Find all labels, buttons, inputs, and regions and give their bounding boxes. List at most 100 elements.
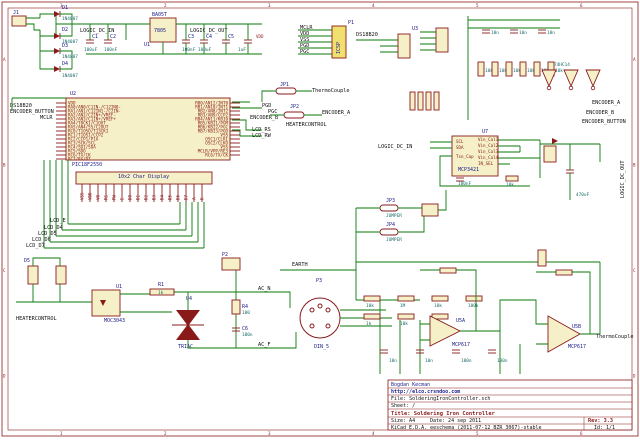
amp-resistor: [363, 295, 381, 302]
thermo-pin-r4: IN_SEL: [478, 161, 494, 166]
thermo-pin-sda: SDA: [456, 145, 464, 150]
diode-d2: [54, 33, 61, 39]
thermo-ic-body: [451, 135, 499, 177]
mcu-left-pin-label: RC3/SCK/SCL: [68, 140, 96, 145]
lcd-pin-label: D2: [144, 194, 149, 200]
thermo-pin-r3: Vin_Cal4: [478, 155, 499, 160]
mcu-net-encoder-b: ENCODER_B: [250, 115, 278, 121]
frame-inner: [7, 7, 633, 431]
enc-buffer: [541, 69, 557, 88]
frame-col-marker: 6: [580, 3, 583, 8]
mcu-left-pin-label: RC0/T1OSO/T13CKI: [68, 128, 109, 133]
tb-title-value: Soldering Iron Controller: [414, 411, 496, 417]
enc-buffer: [563, 69, 579, 88]
frame-col-marker: 4: [372, 3, 375, 8]
lcd-pin-label: RS: [104, 194, 109, 200]
lcd-pin-label: A: [192, 197, 197, 200]
mcu-net-mclr: MCLR: [40, 115, 53, 121]
op2-ref: U5B: [572, 324, 581, 330]
tb-file: File: SolderingIronController.sch: [391, 396, 490, 402]
ac-conn-ref: P2: [222, 252, 228, 258]
c5-ref: C5: [228, 34, 234, 40]
jumpers-jp3-jp4: JP3 JUMPER JP4 JUMPER: [355, 190, 447, 300]
mcu-right-pin-label: RC6/TX/CK: [205, 152, 228, 157]
ds18-connector: [420, 27, 449, 53]
mcu-right-pin-label: VSS: [220, 144, 228, 149]
enc-resistor: [477, 61, 485, 77]
lcd-body: [75, 171, 213, 185]
din-ref: P3: [316, 278, 322, 284]
d1-ref: D1: [62, 5, 68, 11]
enc-cap-value: 10n: [491, 30, 499, 36]
din-name: DIN_5: [314, 344, 329, 350]
amp-resistor-value: 10k: [400, 321, 408, 327]
thermo-pullup: [409, 91, 416, 111]
amp-resistor: [397, 313, 415, 320]
enc-cap-value: 10n: [547, 30, 555, 36]
thermo-res: 10k: [506, 182, 514, 188]
lcd-pin-label: D3: [152, 194, 157, 200]
heater-led-ref: D5: [24, 258, 30, 264]
jp2-ref: JP2: [290, 104, 299, 110]
r1-val: 1k: [158, 290, 164, 296]
mcu-net-encoder-button: ENCODER_BUTTON: [10, 109, 54, 115]
ds18-body: [397, 33, 411, 59]
icsp-pin-vss: VSS: [300, 37, 309, 43]
mcu-left-pin-label: RA5/AN4/SS/C2OUT: [68, 124, 109, 129]
amp-resistor: [431, 295, 449, 302]
amp-net-out: ThermoCouple: [596, 334, 633, 340]
heater-net-in: HEATERCONTROL: [16, 316, 57, 322]
thermo-pin-tsn: Tsn_Cap: [456, 154, 474, 159]
thermo-adc: LOGIC_DC_IN U7 MCP3421 SCL SDA Tsn_Cap V…: [378, 91, 626, 200]
c6-val: 100n: [242, 332, 253, 338]
enc-resistor: [505, 61, 513, 77]
c2-val: 100nF: [104, 47, 118, 53]
jumper-jp2: JP2 ENCODER_A HEATERCONTROL: [270, 104, 351, 128]
power-connector: [11, 15, 27, 27]
enc-resistor-value: 10k: [555, 68, 563, 74]
mcu-body: [65, 97, 231, 161]
d3-val: 1N4007: [62, 54, 78, 60]
diode-d4: [54, 66, 61, 72]
lcd-name: 10x2 Char Display: [118, 174, 169, 180]
jp2-net2: HEATERCONTROL: [286, 122, 327, 128]
r4-val: 100: [242, 310, 250, 316]
enc-buf-label: 74HC14: [554, 62, 570, 68]
enc-buffer-bubble: [546, 85, 552, 91]
ds18b20-sensor: DS18B20 U3: [356, 26, 418, 59]
frame-col-marker: 5: [476, 431, 479, 436]
frame-col-marker: 3: [268, 431, 271, 436]
opto-ref: U1: [116, 284, 122, 290]
icsp-pin-vdd: VDD: [300, 31, 309, 37]
lcd-net-d6: LCD_D6: [32, 237, 51, 243]
mcu-block: U2 PIC18F2550 VDDRA0/AN0/C1IN-/C12IN0-RA…: [10, 91, 278, 168]
d3-ref: D3: [62, 43, 68, 49]
mcu-left-pin-label: RA1/AN1/C12IN1-/C2IN-: [68, 108, 121, 113]
c3-ref: C3: [188, 34, 194, 40]
icsp-ref: P1: [348, 20, 354, 26]
thermo-pullup: [433, 91, 440, 111]
opamp-u5a: [429, 315, 462, 347]
frame-col-marker: 1: [60, 3, 63, 8]
jp3-val: JUMPER: [386, 213, 402, 219]
enc-cap-value: 10n: [519, 30, 527, 36]
power-supply-block: J1 D1 1N4007 D2 1N4007 D3 1N4007 D4 1N40…: [11, 5, 264, 79]
amp-resistor-value: 1M: [400, 303, 406, 309]
frame-row-marker: D: [633, 373, 636, 378]
mcu-left-pin-label: VDD: [68, 100, 76, 105]
mcu-left-pin-label: RA3/AN3/C1IN+/VREF+: [68, 116, 116, 121]
mcu-right-pin-label: RB2/AN8/INT2: [198, 108, 229, 113]
enc-resistor: [519, 61, 527, 77]
lcd-pin-label: VSS: [80, 192, 85, 200]
diode-d3: [54, 48, 61, 54]
enc-buffer-bubble: [590, 85, 596, 91]
icsp-connector: [331, 25, 347, 59]
enc-resistor-value: 10k: [485, 68, 493, 74]
frame-row-marker: C: [633, 268, 636, 273]
amp-resistor: [363, 313, 381, 320]
mcu-left-pin-label: RA4/T0CKI/C1OUT: [68, 120, 106, 125]
